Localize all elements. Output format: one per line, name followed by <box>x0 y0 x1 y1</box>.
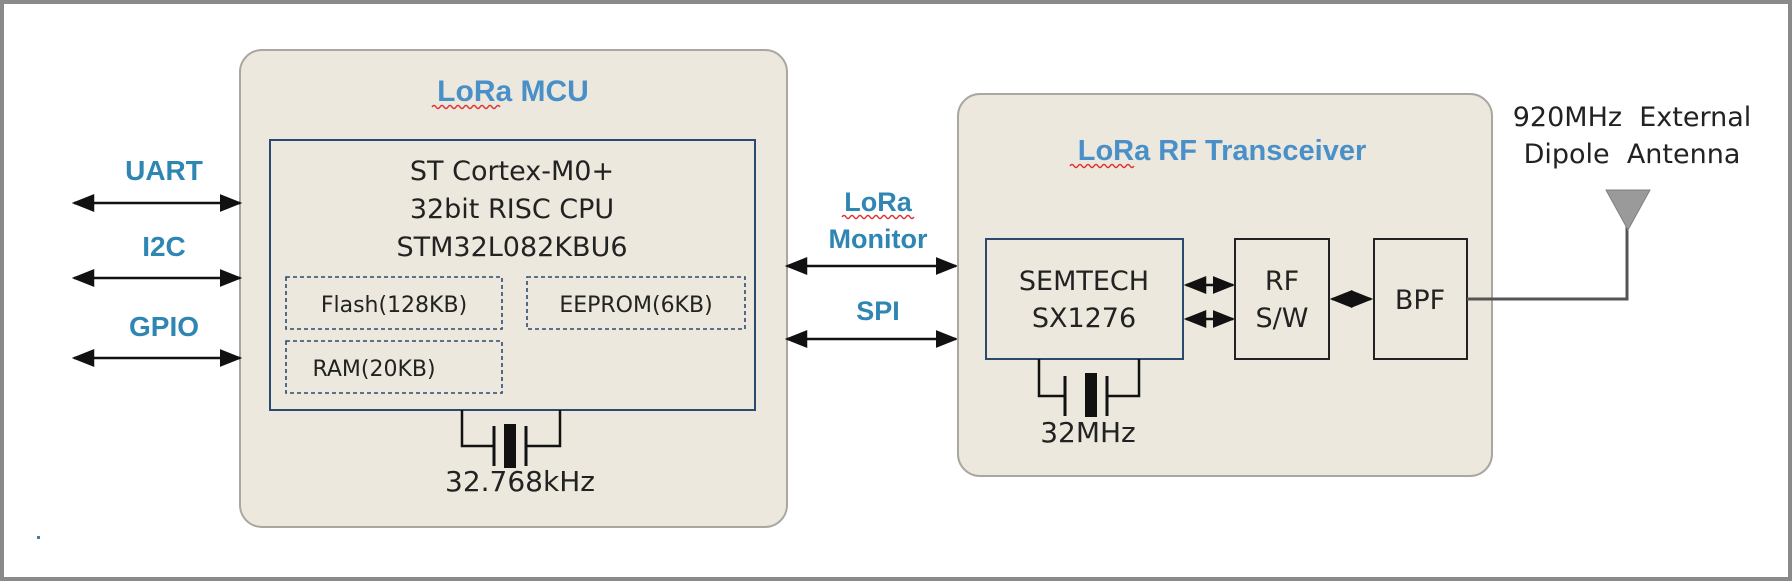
mcu-crystal-label: 32.768kHz <box>445 465 595 498</box>
flash-block <box>285 276 503 330</box>
flash-label: Flash(128KB) <box>321 293 467 318</box>
rf-crystal-symbol <box>1037 359 1141 417</box>
cpu-line-3: STM32L082KBU6 <box>396 232 627 263</box>
rf-switch-box <box>1234 238 1330 360</box>
eeprom-block <box>526 276 746 330</box>
lora-monitor-label-1: LoRa <box>844 187 912 217</box>
bpf-label: BPF <box>1395 285 1445 316</box>
rf-panel: LoRa RF Transceiver SEMTECH SX1276 RF S/… <box>957 93 1493 477</box>
gpio-label: GPIO <box>129 311 199 342</box>
cpu-line-2: 32bit RISC CPU <box>410 194 614 225</box>
uart-label: UART <box>125 155 203 186</box>
lora-monitor-label-2: Monitor <box>829 224 928 254</box>
rf-title: LoRa RF Transceiver <box>1078 135 1367 167</box>
sx1276-line-2: SX1276 <box>1032 303 1136 334</box>
stray-dot <box>37 536 40 539</box>
rf-switch-line-1: RF <box>1265 266 1299 297</box>
antenna-icon <box>1605 189 1651 232</box>
mcu-crystal-symbol <box>460 410 562 468</box>
rf-switch-line-2: S/W <box>1256 303 1309 334</box>
i2c-label: I2C <box>142 231 186 262</box>
eeprom-label: EEPROM(6KB) <box>559 293 712 318</box>
sx1276-line-1: SEMTECH <box>1019 266 1149 297</box>
ram-block <box>285 340 503 394</box>
antenna-feed-line <box>1467 222 1629 301</box>
mcu-title-underline <box>431 104 501 110</box>
cpu-box <box>269 139 756 411</box>
antenna-label-2: Dipole Antenna <box>1524 139 1741 170</box>
sx1276-box <box>985 238 1184 360</box>
ram-label: RAM(20KB) <box>312 357 435 382</box>
bpf-box <box>1373 238 1468 360</box>
lora-monitor-underline <box>841 214 915 220</box>
rf-crystal-label: 32MHz <box>1040 416 1136 449</box>
mcu-panel: LoRa MCU ST Cortex-M0+ 32bit RISC CPU ST… <box>239 49 788 528</box>
spi-label: SPI <box>856 296 900 326</box>
cpu-line-1: ST Cortex-M0+ <box>410 156 614 187</box>
mcu-title: LoRa MCU <box>437 75 589 108</box>
antenna-label-1: 920MHz External <box>1513 102 1752 133</box>
rf-title-underline <box>1069 163 1135 169</box>
